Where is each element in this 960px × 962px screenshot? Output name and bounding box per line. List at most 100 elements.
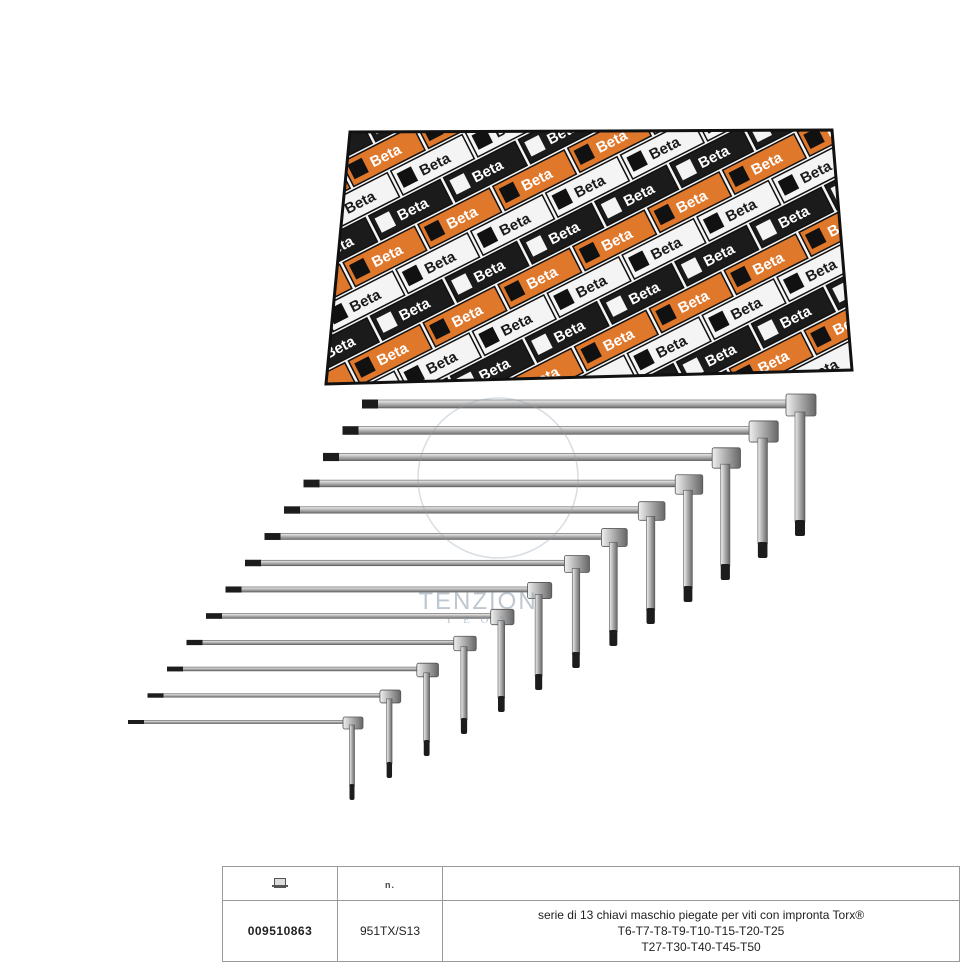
beta-logo-text: Beta <box>517 65 554 95</box>
case-pattern-tile <box>867 0 951 20</box>
beta-logo-mark <box>240 44 262 66</box>
case-pattern-tile <box>636 616 720 676</box>
beta-logo-mark <box>914 441 936 463</box>
beta-logo-text: Beta <box>362 43 399 73</box>
case-pattern-tile <box>643 74 727 134</box>
beta-logo-text: Beta <box>293 179 330 209</box>
beta-logo-text: Beta <box>954 280 960 310</box>
product-spec-table: n. 009510863 951TX/S13 serie di 13 chiav… <box>222 866 960 962</box>
beta-logo-mark <box>615 594 637 616</box>
beta-logo-text: Beta <box>225 416 262 446</box>
case-pattern-tile <box>165 149 249 209</box>
case-pattern-tile <box>900 111 960 171</box>
beta-logo-mark <box>851 36 873 58</box>
beta-logo-mark <box>177 379 199 401</box>
beta-logo-mark <box>933 196 955 218</box>
beta-logo-mark <box>232 486 254 508</box>
beta-logo-mark <box>873 0 895 13</box>
case-pattern-tile <box>947 20 960 80</box>
beta-logo-mark <box>96 219 118 241</box>
case-pattern-tile <box>922 66 960 126</box>
case-pattern-tile <box>711 578 795 638</box>
beta-logo-mark <box>776 74 798 96</box>
case-pattern-tile <box>62 134 146 194</box>
beta-logo-text: Beta <box>565 0 602 3</box>
beta-logo-text: Beta <box>512 707 549 737</box>
beta-logo-mark <box>227 388 249 410</box>
beta-logo-mark <box>594 0 616 20</box>
case-pattern-tile <box>928 265 960 325</box>
beta-logo-mark <box>885 288 907 310</box>
beta-logo-text: Beta <box>116 202 153 232</box>
beta-logo-mark <box>363 655 385 677</box>
beta-logo-mark <box>567 686 589 708</box>
case-pattern-tile <box>920 0 960 26</box>
beta-logo-mark <box>300 249 322 271</box>
case-pattern-tile <box>908 410 960 470</box>
beta-logo-mark <box>205 433 227 455</box>
beta-logo-mark <box>417 21 439 43</box>
beta-logo-mark <box>798 29 820 51</box>
beta-logo-mark <box>465 670 487 692</box>
beta-logo-mark <box>143 127 165 149</box>
case-pattern-tile <box>786 540 870 600</box>
case-pattern-tile <box>241 211 325 271</box>
case-pattern-tile <box>852 203 936 263</box>
beta-logo-text: Beta <box>163 110 200 140</box>
case-pattern-tile <box>792 0 876 58</box>
beta-logo-text: Beta <box>592 26 629 56</box>
beta-logo-mark <box>696 14 718 36</box>
product-model: 951TX/S13 <box>338 901 443 962</box>
beta-logo-mark <box>90 120 112 142</box>
beta-logo-text: Beta <box>197 362 234 392</box>
beta-logo-mark <box>572 43 594 65</box>
beta-logo-mark <box>286 593 308 615</box>
beta-logo-text: Beta <box>340 87 377 117</box>
beta-logo-mark <box>172 281 194 303</box>
beta-logo-mark <box>912 341 934 363</box>
beta-logo-mark <box>170 181 192 203</box>
beta-logo-mark <box>533 434 555 456</box>
beta-logo-text: Beta <box>920 28 957 58</box>
beta-logo-mark <box>723 67 745 89</box>
case-pattern-tile <box>239 111 323 171</box>
beta-logo-text: Beta <box>388 0 425 26</box>
beta-logo-text: Beta <box>415 49 452 79</box>
case-pattern-tile <box>833 448 917 508</box>
beta-logo-text: Beta <box>925 126 960 156</box>
beta-logo-text: Beta <box>539 20 576 50</box>
beta-logo-mark <box>941 495 960 517</box>
case-pattern-tile <box>267 164 351 224</box>
case-pattern-tile <box>956 318 960 378</box>
beta-logo-text: Beta <box>287 81 324 111</box>
beta-logo-text: Beta <box>218 217 255 247</box>
case-pattern-tile <box>874 158 958 218</box>
case-pattern-tile <box>139 196 223 256</box>
beta-logo-mark <box>858 234 880 256</box>
table-header-row: n. <box>223 867 960 901</box>
beta-logo-text: Beta <box>335 0 372 19</box>
beta-logo-text: Beta <box>946 0 960 11</box>
beta-logo-mark <box>191 36 213 58</box>
beta-logo-mark <box>599 97 621 119</box>
beta-logo-mark <box>817 525 839 547</box>
beta-logo-text: Beta <box>192 264 229 294</box>
case-pattern-tile <box>314 73 398 133</box>
beta-logo-text: Beta <box>88 148 125 178</box>
beta-logo-text: Beta <box>490 11 527 41</box>
case-pattern-tile <box>185 4 269 64</box>
beta-logo-text: Beta <box>907 371 944 401</box>
beta-logo-mark <box>308 548 330 570</box>
header-cell-package <box>223 867 338 901</box>
case-pattern-tile <box>847 104 931 164</box>
beta-logo-mark <box>934 296 956 318</box>
header-cell-description <box>443 867 960 901</box>
beta-logo-text: Beta <box>812 554 849 584</box>
beta-logo-text: Beta <box>212 119 249 149</box>
case-pattern-tile <box>818 0 902 11</box>
beta-logo-text: Beta <box>464 58 501 88</box>
t-handle-wrench <box>128 717 363 800</box>
beta-logo-mark <box>273 196 295 218</box>
beta-logo-text: Beta <box>743 50 780 80</box>
beta-logo-mark <box>892 486 914 508</box>
